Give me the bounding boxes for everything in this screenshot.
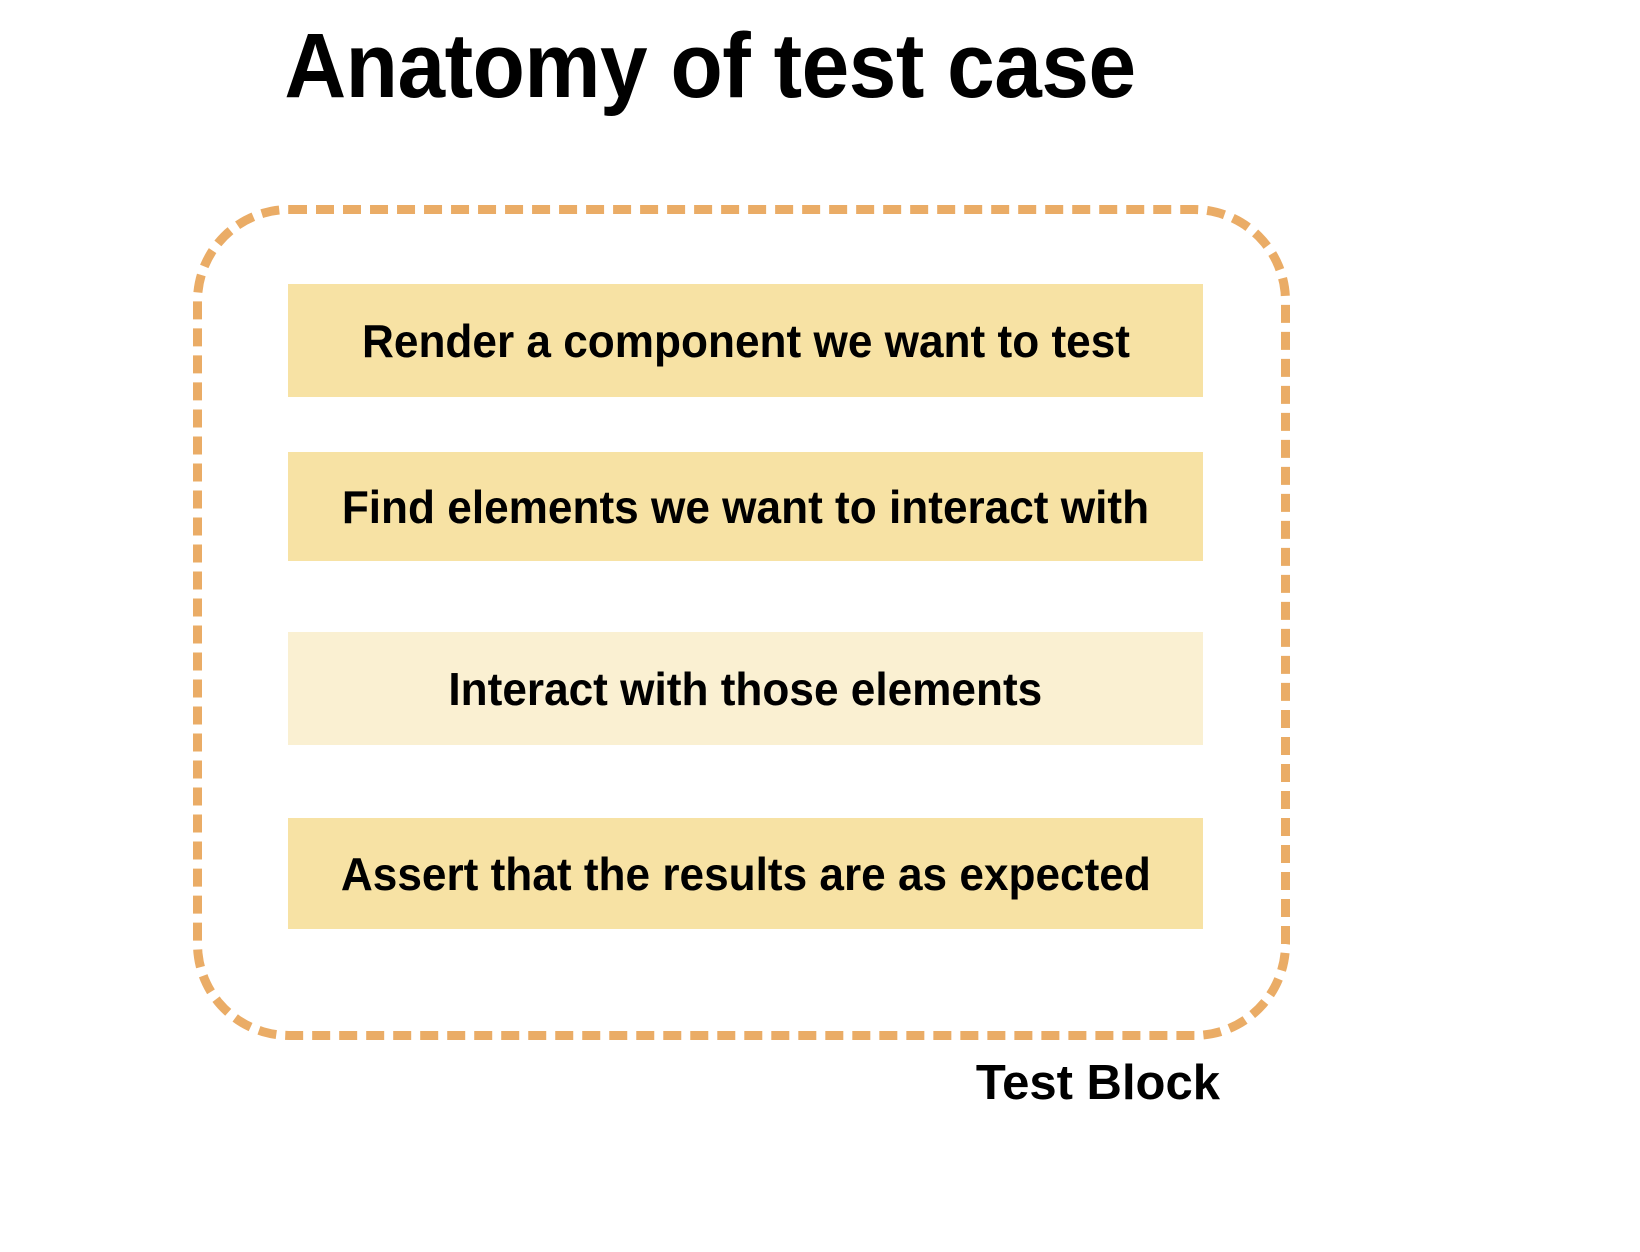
- test-step-box-4[interactable]: Assert that the results are as expected: [288, 818, 1203, 929]
- test-step-label: Interact with those elements: [448, 662, 1043, 715]
- test-step-label: Assert that the results are as expected: [340, 847, 1151, 900]
- test-steps-list: Render a component we want to test Find …: [288, 284, 1203, 929]
- test-step-label: Find elements we want to interact with: [341, 480, 1150, 533]
- page-title: Anatomy of test case: [284, 15, 1136, 117]
- test-step-box-2[interactable]: Find elements we want to interact with: [288, 452, 1203, 561]
- test-block-caption: Test Block: [975, 1056, 1220, 1110]
- test-step-label: Render a component we want to test: [361, 314, 1130, 367]
- test-step-box-3[interactable]: Interact with those elements: [288, 632, 1203, 745]
- test-step-box-1[interactable]: Render a component we want to test: [288, 284, 1203, 397]
- test-block-container: [193, 205, 1290, 1040]
